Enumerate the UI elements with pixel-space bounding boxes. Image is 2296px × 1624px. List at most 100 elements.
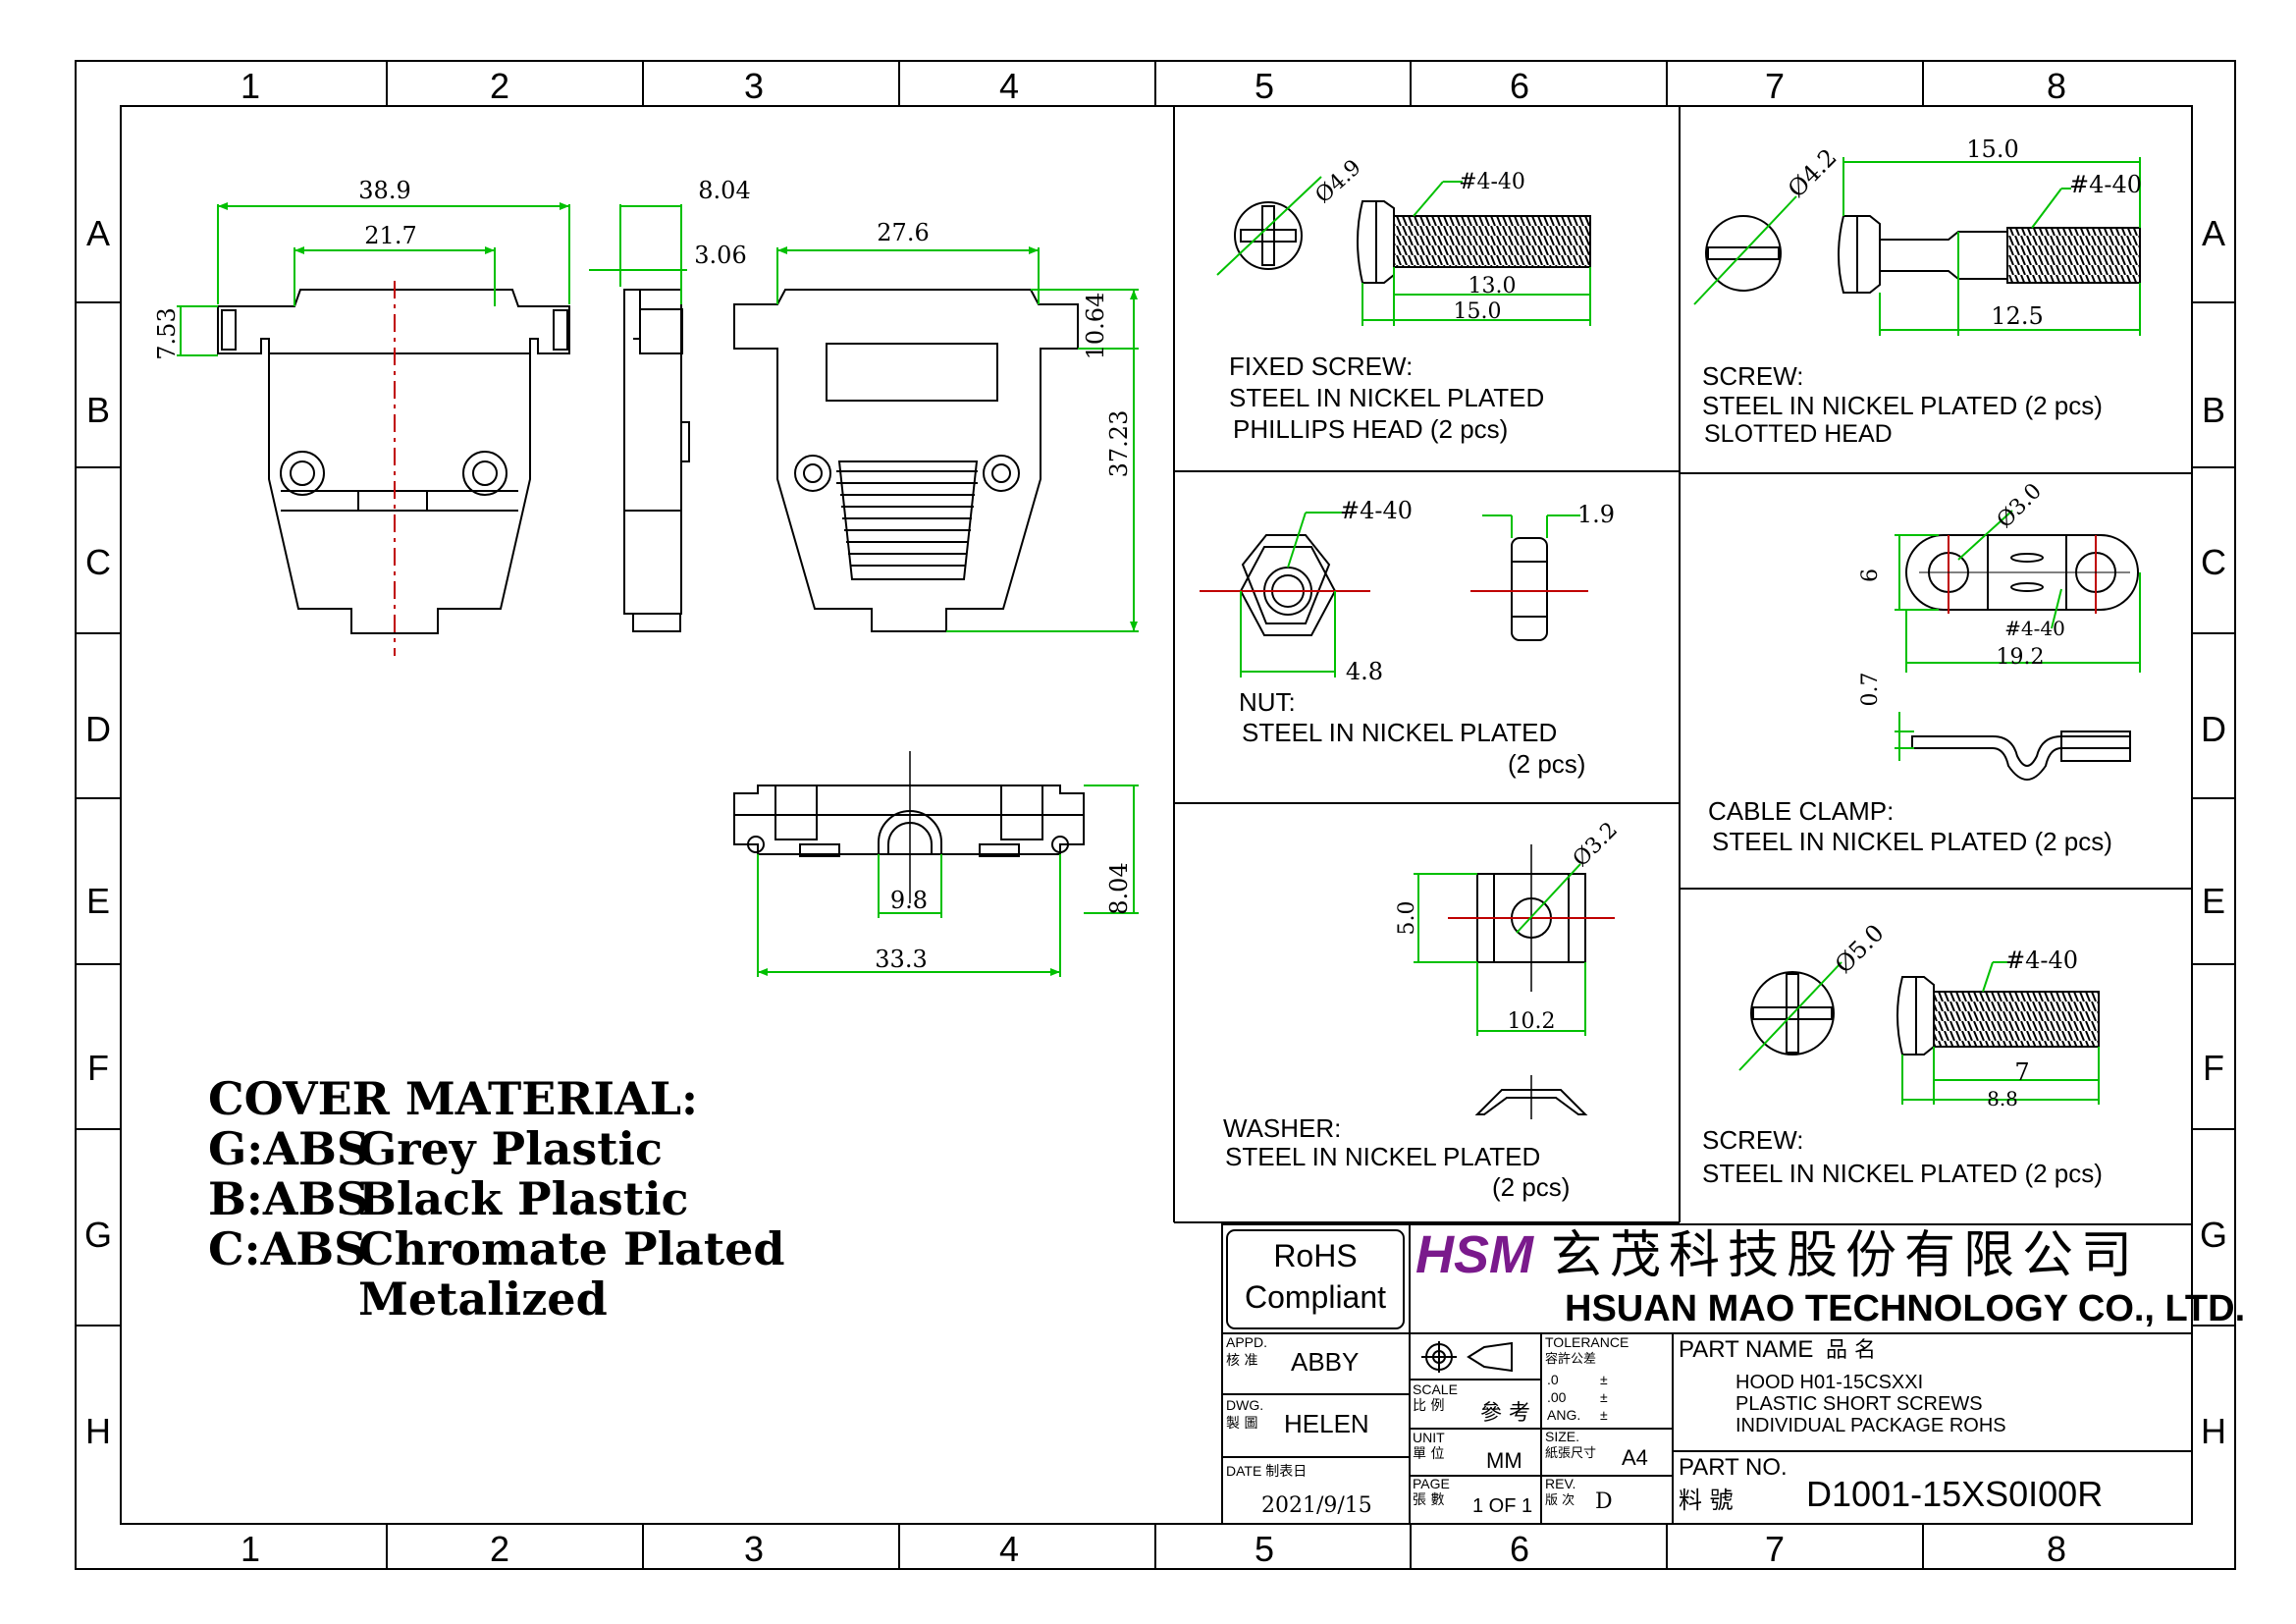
slotted-screw-title: SCREW: bbox=[1702, 361, 1804, 391]
fixed-screw-line1: STEEL IN NICKEL PLATED bbox=[1229, 383, 1544, 412]
row-label-left: E bbox=[86, 881, 110, 921]
slotted-screw-line1: STEEL IN NICKEL PLATED (2 pcs) bbox=[1702, 391, 2103, 420]
fixed-screw-thread: #4-40 bbox=[1459, 170, 1525, 194]
row-label-right: G bbox=[2200, 1215, 2227, 1255]
screw-title: SCREW: bbox=[1702, 1125, 1804, 1155]
page-value: 1 OF 1 bbox=[1472, 1495, 1532, 1517]
date-label: DATE 制表日 bbox=[1226, 1463, 1307, 1479]
tol-ang: ANG. bbox=[1547, 1407, 1580, 1423]
material-code: G:ABS bbox=[208, 1122, 369, 1175]
clamp-height: 6 bbox=[1858, 568, 1883, 582]
clamp-thread: #4-40 bbox=[2004, 617, 2065, 640]
row-label-left: F bbox=[87, 1048, 109, 1088]
rev-label: REV. bbox=[1545, 1476, 1575, 1491]
fixed-screw-line2: PHILLIPS HEAD (2 pcs) bbox=[1233, 414, 1508, 444]
fixed-screw-diameter: Ø4.9 bbox=[1311, 155, 1366, 208]
dim-side-lip: 3.06 bbox=[694, 242, 746, 269]
row-label-left: B bbox=[86, 390, 110, 430]
date-value: 2021/9/15 bbox=[1261, 1493, 1372, 1518]
unit-label-cn: 單 位 bbox=[1413, 1446, 1444, 1462]
frame-labels: 1 2 3 4 5 6 7 8 1 2 3 4 5 6 7 8 A B C D … bbox=[84, 66, 2227, 1569]
screw-len-a: 7 bbox=[2014, 1058, 2029, 1086]
part-name-line3: INDIVIDUAL PACKAGE ROHS bbox=[1735, 1415, 2006, 1436]
fixed-screw-len-b: 15.0 bbox=[1454, 299, 1502, 324]
nut-title: NUT: bbox=[1239, 687, 1296, 717]
screw-line1: STEEL IN NICKEL PLATED (2 pcs) bbox=[1702, 1159, 2103, 1188]
col-label-top: 6 bbox=[1510, 66, 1529, 106]
nut-line2: (2 pcs) bbox=[1508, 749, 1585, 779]
part-name-label: PART NAME bbox=[1679, 1336, 1813, 1363]
parts-panels-grid bbox=[1173, 106, 2192, 1223]
col-label-top: 2 bbox=[490, 66, 509, 106]
slotted-screw-len-a: 15.0 bbox=[1966, 135, 2018, 163]
hsm-logo: HSM bbox=[1415, 1225, 1534, 1284]
screw-panel: Ø5.0 #4-40 7 8.8 SCREW: STEEL IN NICKEL … bbox=[1702, 919, 2103, 1188]
row-label-right: D bbox=[2201, 709, 2226, 749]
hood-bottom-view bbox=[733, 785, 1085, 857]
nut-thread: #4-40 bbox=[1340, 497, 1413, 524]
hood-side-view bbox=[623, 289, 690, 632]
row-label-left: D bbox=[85, 709, 111, 749]
tol-pm: ± bbox=[1600, 1389, 1608, 1405]
col-label-top: 4 bbox=[999, 66, 1019, 106]
dim-overall-width: 38.9 bbox=[358, 177, 410, 204]
row-label-left: G bbox=[84, 1215, 112, 1255]
dwg-name: HELEN bbox=[1284, 1409, 1369, 1438]
part-no-label: PART NO. bbox=[1679, 1454, 1788, 1481]
row-label-left: C bbox=[85, 542, 111, 582]
col-label-top: 5 bbox=[1255, 66, 1274, 106]
rohs-label: RoHS bbox=[1273, 1238, 1357, 1273]
screw-diameter: Ø5.0 bbox=[1830, 919, 1890, 979]
screw-thread: #4-40 bbox=[2005, 947, 2078, 974]
company-english: HSUAN MAO TECHNOLOGY CO., LTD. bbox=[1565, 1288, 2245, 1329]
nut-panel: #4-40 1.9 4.8 NUT: STEEL IN NICKEL PLATE… bbox=[1200, 497, 1615, 779]
page-label-cn: 張 數 bbox=[1413, 1492, 1444, 1508]
nut-width: 4.8 bbox=[1346, 658, 1383, 685]
tol-00: .00 bbox=[1547, 1389, 1567, 1405]
size-label-cn: 紙張尺寸 bbox=[1545, 1446, 1596, 1461]
col-label-bottom: 6 bbox=[1510, 1529, 1529, 1569]
tolerance-label: TOLERANCE bbox=[1545, 1334, 1629, 1350]
title-block bbox=[1221, 1223, 2193, 1525]
washer-line1: STEEL IN NICKEL PLATED bbox=[1225, 1142, 1540, 1171]
appd-label-cn: 核 准 bbox=[1226, 1353, 1257, 1369]
tol-pm: ± bbox=[1600, 1407, 1608, 1423]
hood-rear-view bbox=[733, 289, 1079, 632]
rev-value: D bbox=[1595, 1489, 1613, 1514]
row-label-right: A bbox=[2202, 213, 2225, 253]
slotted-screw-line2: SLOTTED HEAD bbox=[1704, 420, 1893, 448]
col-label-bottom: 7 bbox=[1765, 1529, 1785, 1569]
rohs-compliant: Compliant bbox=[1245, 1279, 1386, 1315]
col-label-top: 7 bbox=[1765, 66, 1785, 106]
material-text: Metalized bbox=[358, 1272, 608, 1326]
scale-label: SCALE bbox=[1413, 1381, 1458, 1397]
fixed-screw-panel: Ø4.9 #4-40 13.0 15.0 FIXED SCREW: STEEL … bbox=[1216, 155, 1591, 444]
tol-pm: ± bbox=[1600, 1372, 1608, 1387]
col-label-bottom: 5 bbox=[1255, 1529, 1274, 1569]
unit-label: UNIT bbox=[1413, 1430, 1445, 1445]
row-label-right: C bbox=[2201, 542, 2226, 582]
washer-panel: Ø3.2 5.0 10.2 WASHER: STEEL IN NICKEL PL… bbox=[1223, 818, 1623, 1202]
page-label: PAGE bbox=[1413, 1476, 1450, 1491]
dim-bottom-opening: 9.8 bbox=[890, 887, 928, 914]
dim-overall-height: 37.23 bbox=[1105, 410, 1133, 478]
part-name-line1: HOOD H01-15CSXXI bbox=[1735, 1372, 1923, 1393]
tol-0: .0 bbox=[1547, 1372, 1559, 1387]
washer-height: 5.0 bbox=[1395, 901, 1419, 936]
fixed-screw-len-a: 13.0 bbox=[1468, 274, 1517, 298]
fixed-screw-title: FIXED SCREW: bbox=[1229, 352, 1413, 381]
material-text: Chromate Plated bbox=[358, 1222, 785, 1275]
clamp-length: 19.2 bbox=[1997, 645, 2045, 670]
dim-side-thickness: 8.04 bbox=[698, 177, 750, 204]
material-text: Grey Plastic bbox=[358, 1122, 663, 1175]
dwg-label-cn: 製 圖 bbox=[1226, 1416, 1257, 1432]
col-label-bottom: 8 bbox=[2047, 1529, 2066, 1569]
dim-bottom-width: 33.3 bbox=[875, 946, 927, 973]
dim-opening-width: 21.7 bbox=[364, 222, 416, 249]
title-block-text: RoHS Compliant HSM 玄茂科技股份有限公司 HSUAN MAO … bbox=[1226, 1225, 2245, 1518]
row-label-right: F bbox=[2203, 1048, 2224, 1088]
appd-name: ABBY bbox=[1291, 1347, 1359, 1377]
col-label-top: 8 bbox=[2047, 66, 2066, 106]
main-dimension-lines bbox=[177, 204, 1139, 977]
